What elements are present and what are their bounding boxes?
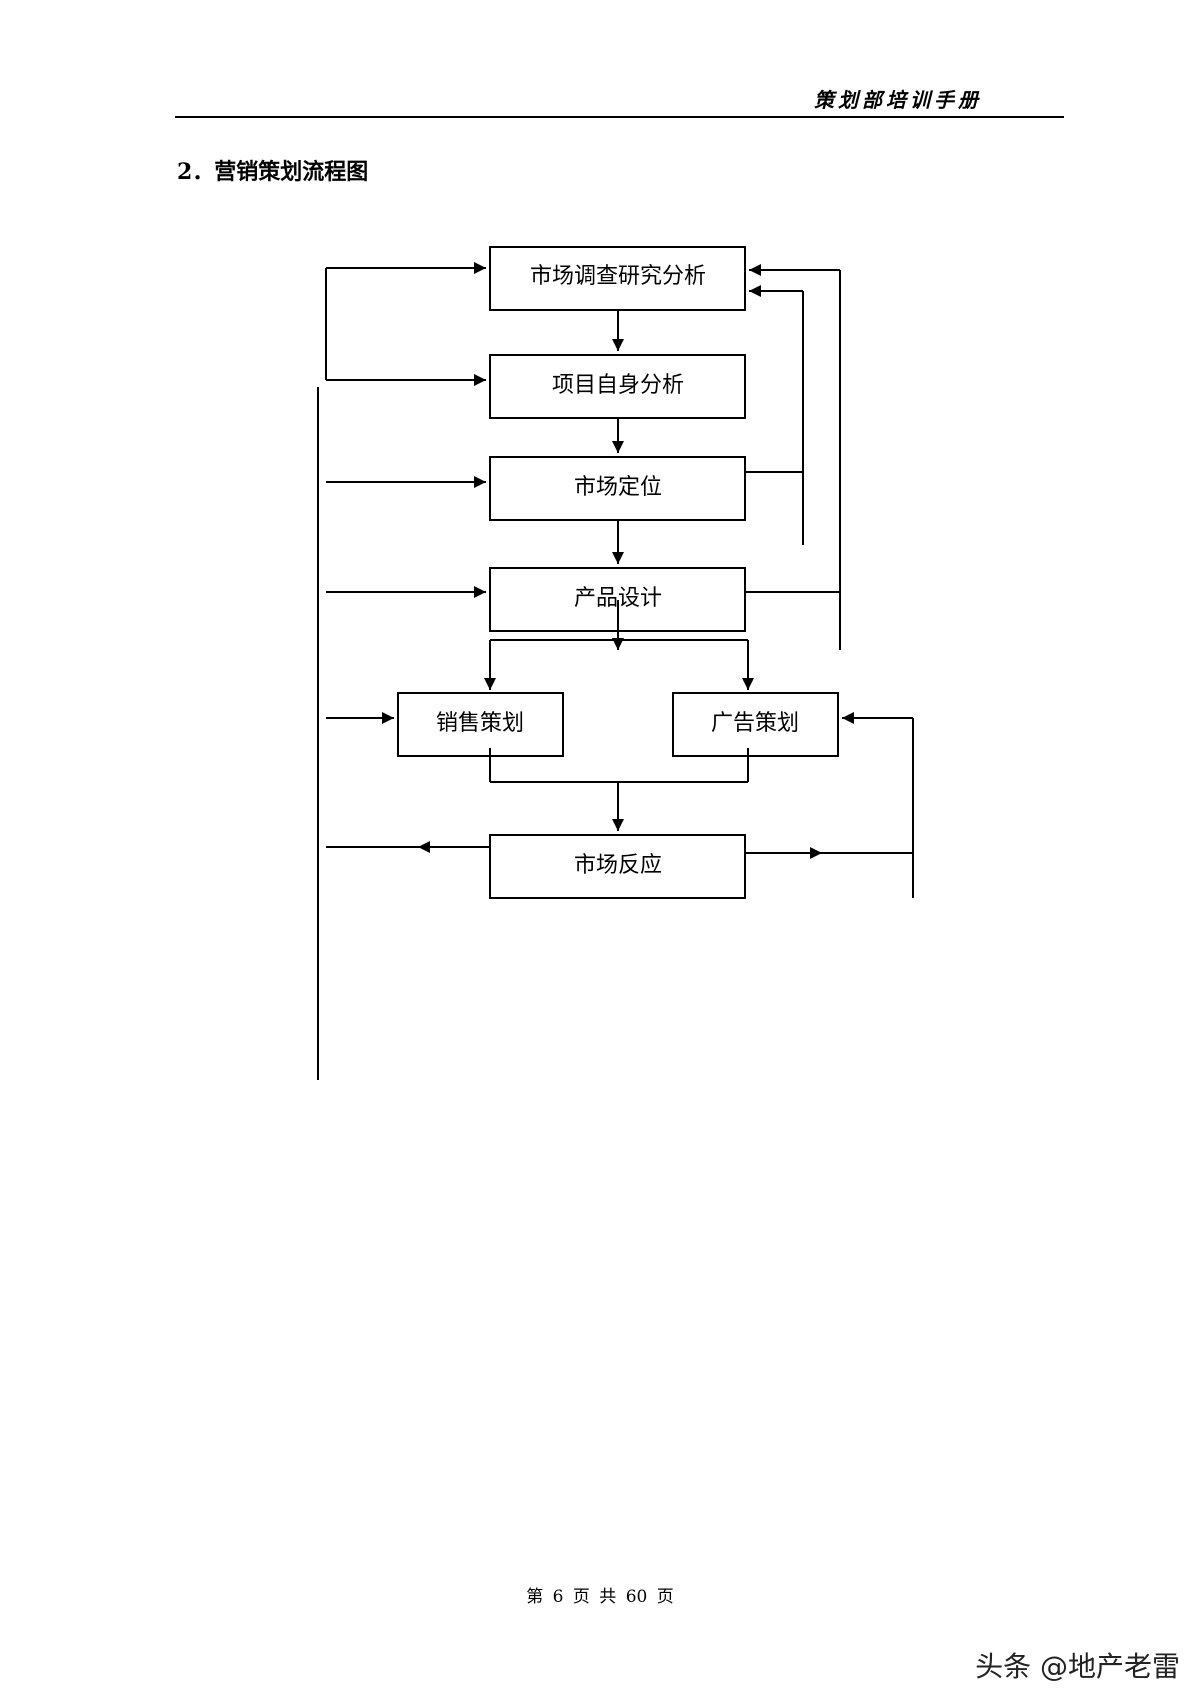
watermark: 头条 @地产老雷 [975, 1650, 1180, 1683]
node-label-sales-planning: 销售策划 [435, 711, 525, 736]
node-label-market-response: 市场反应 [573, 853, 663, 878]
page-number: 第 6 页 共 60 页 [526, 1587, 674, 1607]
node-label-product-design: 产品设计 [573, 586, 663, 611]
box-ad-planning [672, 692, 839, 757]
node-label-market-research: 市场调查研究分析 [529, 264, 707, 289]
box-sales-planning [397, 692, 564, 757]
header-title: 策划部培训手册 [814, 88, 982, 112]
header-divider [175, 116, 1064, 118]
box-market-response [489, 834, 746, 899]
section-title: 2．营销策划流程图 [177, 159, 369, 185]
node-label-project-analysis: 项目自身分析 [551, 373, 685, 398]
node-label-ad-planning: 广告策划 [710, 711, 800, 736]
node-label-market-positioning: 市场定位 [573, 475, 663, 500]
